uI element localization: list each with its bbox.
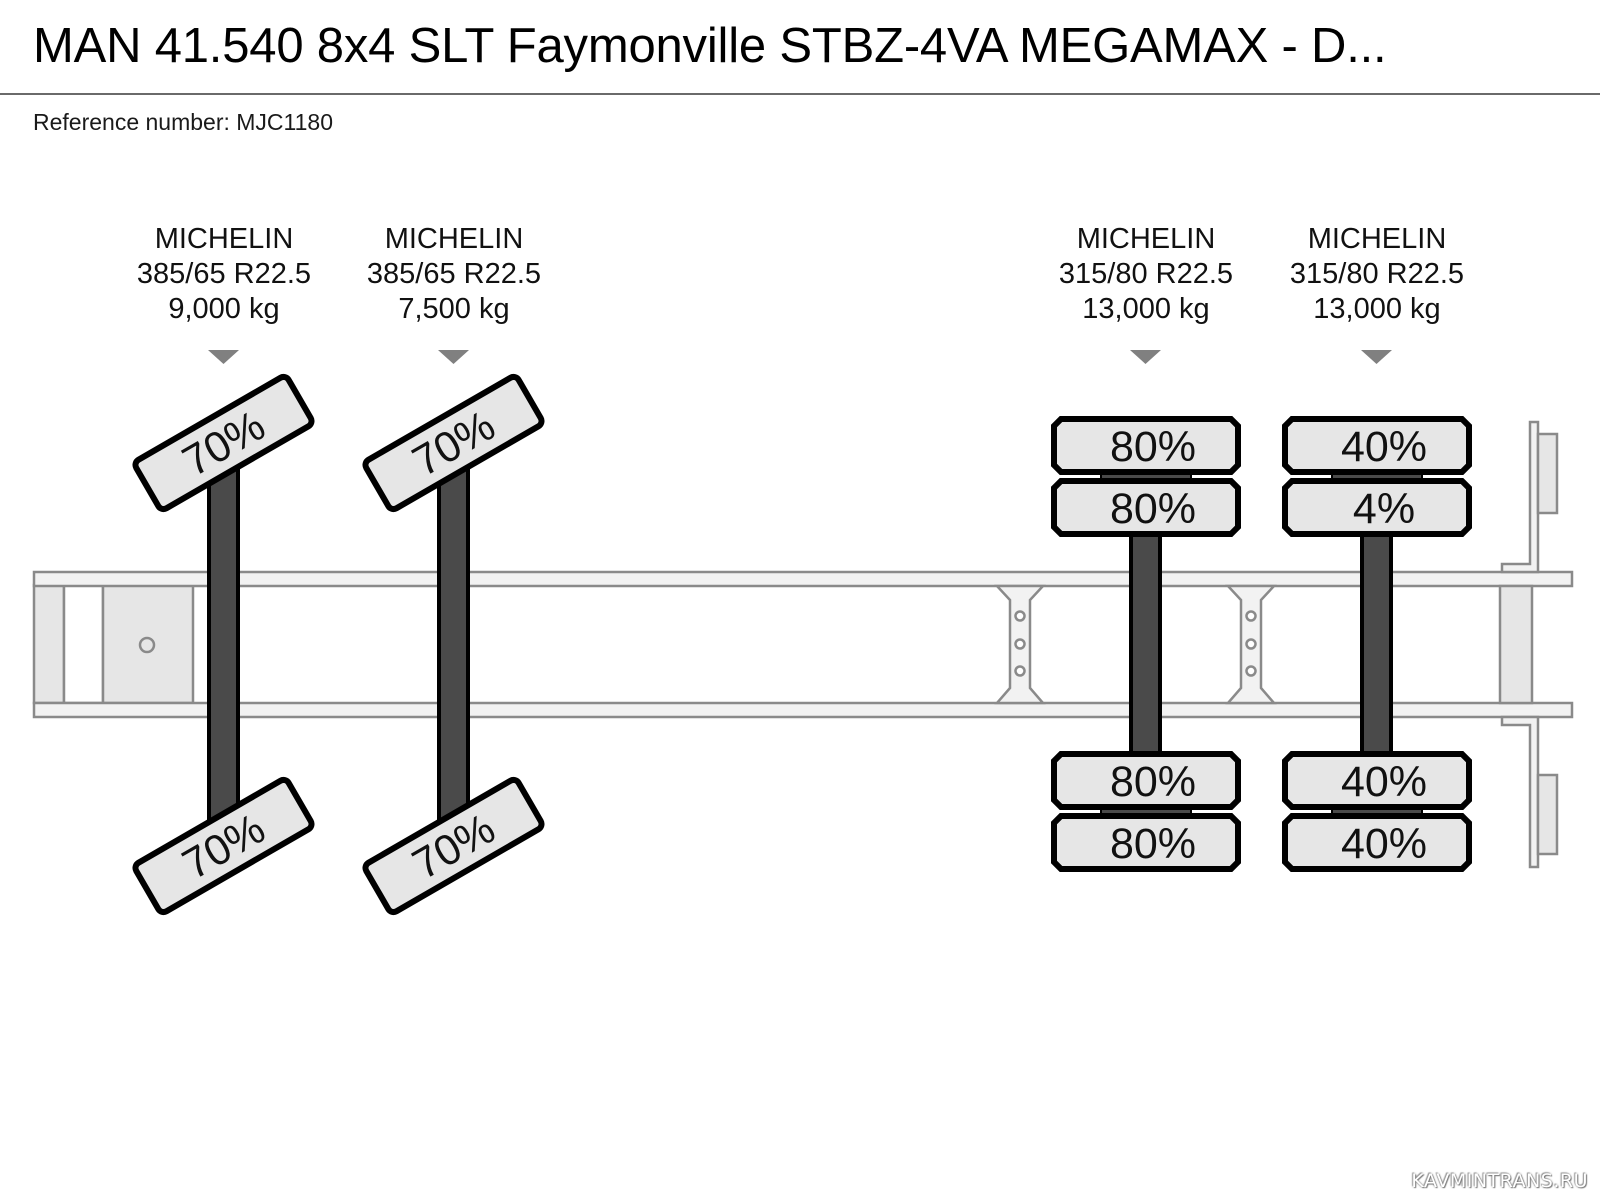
axle-1-brand: MICHELIN — [154, 223, 294, 255]
frame-rail-top — [32, 570, 1574, 588]
axle-4-label: MICHELIN 315/80 R22.5 13,000 kg — [1257, 222, 1497, 327]
tread-depth-value: 80% — [1110, 820, 1196, 868]
axle-2-shaft — [437, 463, 470, 827]
axle-2-marker-icon — [438, 350, 469, 364]
axle-3-marker-icon — [1130, 350, 1161, 364]
cross-member-2-bolt-icon — [1245, 638, 1257, 650]
rear-bracket-bottom — [1500, 715, 1540, 869]
tread-depth-value: 4% — [1353, 485, 1415, 533]
rear-bracket-top — [1500, 420, 1540, 574]
axle-2-tire-left-outer[interactable]: 70% — [362, 373, 545, 513]
axle-4-tire-right-inner[interactable]: 40% — [1282, 751, 1472, 810]
axle-3-load: 13,000 kg — [1082, 293, 1210, 325]
axle-1-tire-left-outer[interactable]: 70% — [132, 373, 315, 513]
axle-4-tire-left-outer[interactable]: 40% — [1282, 416, 1472, 475]
cab-mount-bolt-icon — [138, 636, 156, 654]
axle-2-size: 385/65 R22.5 — [366, 258, 542, 290]
page-title: MAN 41.540 8x4 SLT Faymonville STBZ-4VA … — [33, 19, 1387, 73]
tread-depth-value: 40% — [1341, 820, 1427, 868]
cross-member-1-bolt-icon — [1014, 665, 1026, 677]
axle-1-shaft — [207, 463, 240, 827]
axle-2-load: 7,500 kg — [398, 293, 510, 325]
axle-4-tire-left-inner[interactable]: 4% — [1282, 478, 1472, 537]
axle-1-load: 9,000 kg — [168, 293, 280, 325]
front-cross-section — [62, 583, 105, 705]
rear-cross-plate — [1498, 584, 1534, 705]
tread-depth-value: 40% — [1341, 423, 1427, 471]
watermark: KAVMINTRANS.RU — [1411, 1170, 1588, 1192]
axle-4-tire-right-outer[interactable]: 40% — [1282, 813, 1472, 872]
axle-3-size: 315/80 R22.5 — [1058, 258, 1234, 290]
axle-3-label: MICHELIN 315/80 R22.5 13,000 kg — [1026, 222, 1266, 327]
cross-member-2-bolt-icon — [1245, 665, 1257, 677]
frame-rail-bottom — [32, 701, 1574, 719]
axle-2-label: MICHELIN 385/65 R22.5 7,500 kg — [334, 222, 574, 327]
axle-2-brand: MICHELIN — [384, 223, 524, 255]
axle-3-tire-right-inner[interactable]: 80% — [1051, 751, 1241, 810]
axle-4-brand: MICHELIN — [1307, 223, 1447, 255]
axle-4-shaft — [1360, 518, 1393, 762]
axle-3-tire-right-outer[interactable]: 80% — [1051, 813, 1241, 872]
rear-light-bottom — [1536, 773, 1559, 856]
reference-number: Reference number: MJC1180 — [33, 109, 333, 135]
tread-depth-value: 80% — [1110, 758, 1196, 806]
tread-depth-value: 80% — [1110, 485, 1196, 533]
axle-3-tire-left-outer[interactable]: 80% — [1051, 416, 1241, 475]
axle-3-tire-left-inner[interactable]: 80% — [1051, 478, 1241, 537]
axle-4-marker-icon — [1361, 350, 1392, 364]
chassis-frame — [32, 420, 1574, 869]
axle-1-marker-icon — [208, 350, 239, 364]
tread-depth-value: 40% — [1341, 758, 1427, 806]
cross-member-1-bolt-icon — [1014, 638, 1026, 650]
front-bumper-block — [32, 583, 66, 705]
tread-depth-value: 80% — [1110, 423, 1196, 471]
cross-member-1-bolt-icon — [1014, 610, 1026, 622]
rear-light-top — [1536, 432, 1559, 515]
title-divider — [0, 93, 1600, 95]
axle-1-size: 385/65 R22.5 — [136, 258, 312, 290]
axle-3-brand: MICHELIN — [1076, 223, 1216, 255]
axle-1-label: MICHELIN 385/65 R22.5 9,000 kg — [104, 222, 344, 327]
axle-3-shaft — [1129, 518, 1162, 762]
axle-4-load: 13,000 kg — [1313, 293, 1441, 325]
cross-member-2-bolt-icon — [1245, 610, 1257, 622]
axle-4-size: 315/80 R22.5 — [1289, 258, 1465, 290]
